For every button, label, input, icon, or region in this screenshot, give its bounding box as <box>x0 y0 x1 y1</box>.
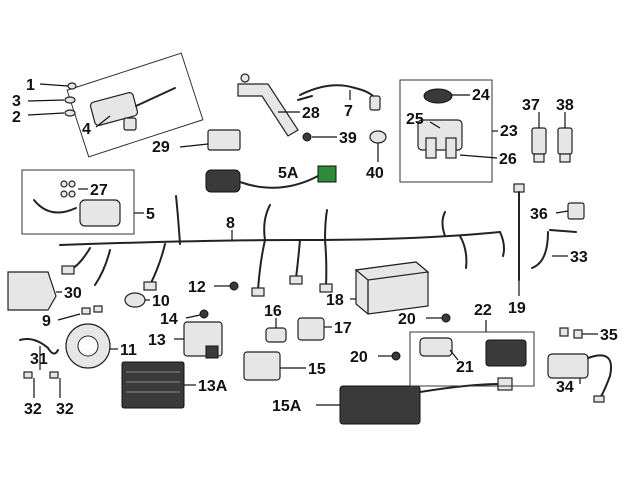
label-22: 22 <box>474 302 492 319</box>
label-31: 31 <box>30 351 48 368</box>
label-39: 39 <box>339 130 357 147</box>
group-box-5-27 <box>21 169 135 235</box>
label-23: 23 <box>500 123 518 140</box>
label-15A: 15A <box>272 398 302 415</box>
label-40: 40 <box>366 165 384 182</box>
label-35: 35 <box>600 327 618 344</box>
bolts-32 <box>23 371 59 379</box>
label-21: 21 <box>456 359 474 376</box>
sensor-wire-part <box>297 84 381 111</box>
screw-20a <box>441 313 451 323</box>
label-18: 18 <box>326 292 344 309</box>
screws-35 <box>559 327 583 339</box>
key-switch-21 <box>419 337 527 367</box>
label-19: 19 <box>508 300 526 317</box>
horn-30 <box>7 271 57 311</box>
label-37: 37 <box>522 97 540 114</box>
label-11: 11 <box>120 342 137 359</box>
label-13: 13 <box>148 332 166 349</box>
label-20-top: 20 <box>398 311 416 328</box>
label-28: 28 <box>302 105 320 122</box>
label-24: 24 <box>472 87 490 104</box>
label-36: 36 <box>530 206 548 223</box>
label-17: 17 <box>334 320 352 337</box>
label-34: 34 <box>556 379 574 396</box>
cdi-15A <box>339 377 513 425</box>
label-7: 7 <box>344 103 353 120</box>
label-3: 3 <box>12 93 21 110</box>
regulator-13 <box>183 321 223 359</box>
label-4: 4 <box>82 121 91 138</box>
label-20-bottom: 20 <box>350 349 368 366</box>
wires-31 <box>19 338 59 355</box>
label-25: 25 <box>406 111 424 128</box>
regulator-13A <box>121 361 185 409</box>
relay-part-29 <box>207 129 241 151</box>
ignition-coil-group <box>64 52 204 158</box>
label-13A: 13A <box>198 378 228 395</box>
relay-17 <box>297 317 325 341</box>
battery-18 <box>354 261 430 315</box>
sensor-36 <box>567 202 585 220</box>
label-5: 5 <box>146 206 155 223</box>
label-10: 10 <box>152 293 170 310</box>
socket-part-5 <box>33 180 121 227</box>
key-switch-group-box <box>409 331 535 387</box>
label-26: 26 <box>499 151 517 168</box>
screw-12 <box>229 281 239 291</box>
starter-relay-part <box>417 88 463 159</box>
label-33: 33 <box>570 249 588 266</box>
label-32-right: 32 <box>56 401 74 418</box>
screw-39 <box>302 132 312 142</box>
cable-tie-19 <box>513 183 525 281</box>
fuse-parts <box>531 127 573 163</box>
label-32-left: 32 <box>24 401 42 418</box>
part-labels: 1 3 2 4 28 7 24 25 23 26 37 38 29 39 40 … <box>12 77 618 418</box>
flasher-15 <box>243 351 281 381</box>
label-2: 2 <box>12 109 21 126</box>
label-16: 16 <box>264 303 282 320</box>
label-29: 29 <box>152 139 170 156</box>
switch-5A <box>205 165 337 193</box>
wire-33 <box>531 229 577 269</box>
screw-14 <box>199 309 209 319</box>
bracket-part <box>237 73 299 137</box>
label-27: 27 <box>90 182 108 199</box>
relay-34 <box>547 353 612 403</box>
label-30: 30 <box>64 285 82 302</box>
wiring-harness-8 <box>59 195 505 297</box>
screw-20b <box>391 351 401 361</box>
label-15: 15 <box>308 361 326 378</box>
label-5A: 5A <box>278 165 299 182</box>
stator-11 <box>65 305 111 369</box>
label-12: 12 <box>188 279 206 296</box>
label-1: 1 <box>26 77 35 94</box>
label-38: 38 <box>556 97 574 114</box>
grommet-40 <box>369 130 387 144</box>
bulb-16 <box>265 327 287 343</box>
washer-10 <box>124 292 146 308</box>
label-14: 14 <box>160 311 178 328</box>
label-9: 9 <box>42 313 51 330</box>
label-8: 8 <box>226 215 235 232</box>
